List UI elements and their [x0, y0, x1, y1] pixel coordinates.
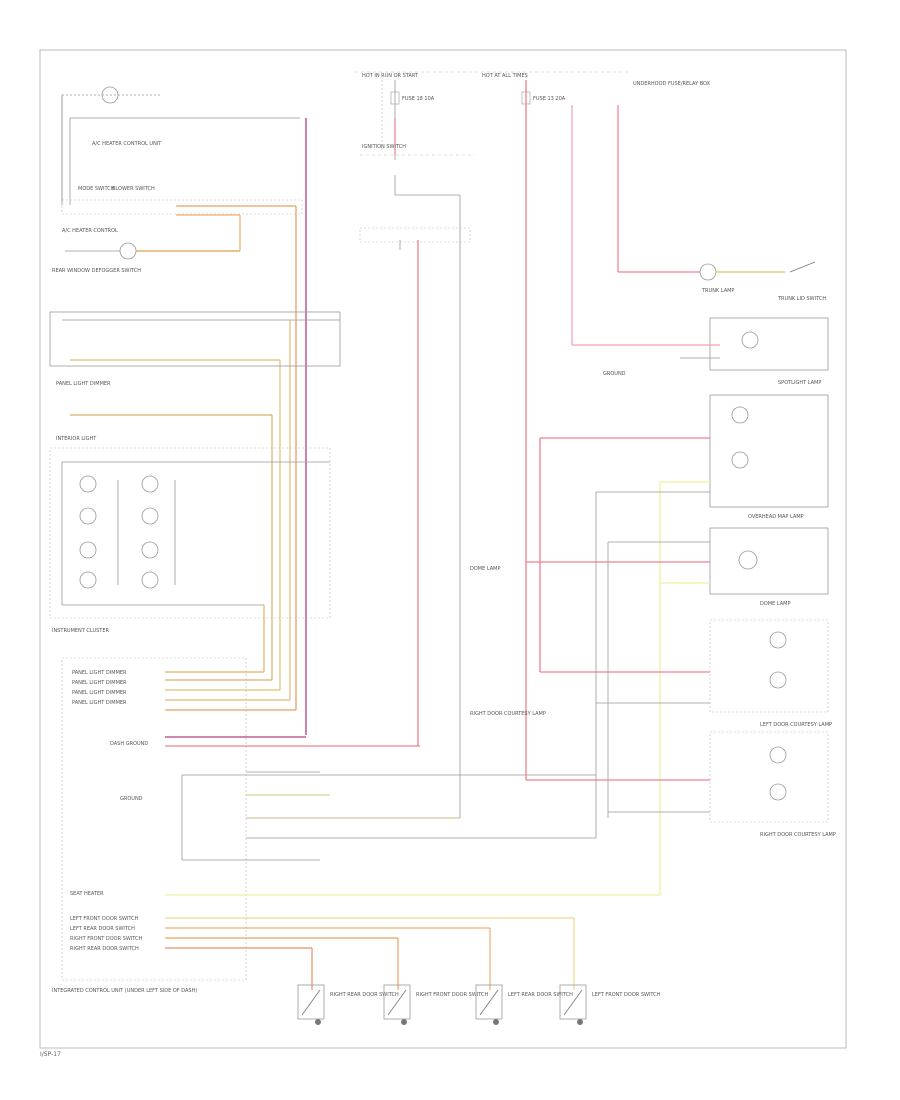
spot-ground-label: GROUND: [603, 371, 626, 377]
spotlight-lamp-label: SPOTLIGHT LAMP: [778, 380, 821, 386]
cluster-bulb-3-icon: [79, 507, 97, 525]
ac-heater-control-label: A/C HEATER CONTROL: [62, 228, 118, 234]
hot-run-start-label: HOT IN RUN OR START: [362, 73, 419, 79]
hot-at-all-times-label: HOT AT ALL TIMES: [482, 73, 528, 79]
cluster-bulb-1-icon: [79, 475, 97, 493]
trunk-lamp-section: TRUNK LAMP TRUNK LID SWITCH: [618, 261, 826, 302]
instrument-cluster-label: INSTRUMENT CLUSTER: [52, 628, 110, 634]
dome-ref-label: DOME LAMP: [470, 566, 501, 572]
door-switch-3: LEFT REAR DOOR SWITCH: [475, 984, 573, 1025]
dimmer-terminal-4: PANEL LIGHT DIMMER: [72, 700, 127, 706]
dimmer-terminal-2: PANEL LIGHT DIMMER: [72, 680, 127, 686]
left-door-courtesy-label: LEFT DOOR COURTESY LAMP: [760, 722, 832, 728]
cluster-bulb-8-icon: [141, 571, 159, 589]
ground-label: DASH GROUND: [110, 741, 148, 747]
cluster-bulb-6-icon: [141, 541, 159, 559]
rr-door-sw-label: RIGHT REAR DOOR SWITCH: [70, 946, 139, 952]
rd-courtesy-bulb-1-icon: [769, 746, 787, 764]
spotlight-bulb-icon: [741, 331, 759, 349]
trunk-lamp-label: TRUNK LAMP: [701, 288, 734, 294]
rear-defogger-label: REAR WINDOW DEFOGGER SWITCH: [52, 268, 141, 274]
cluster-bulb-5-icon: [79, 541, 97, 559]
panel-dimmer-section: PANEL LIGHT DIMMER INTERIOR LIGHT: [49, 311, 341, 442]
trunk-lid-switch-label: TRUNK LID SWITCH: [777, 296, 826, 302]
rf-door-sw-label: RIGHT FRONT DOOR SWITCH: [70, 936, 143, 942]
mode-switch-label: MODE SWITCH: [78, 186, 115, 192]
door-switch-4-label: LEFT FRONT DOOR SWITCH: [592, 992, 661, 998]
instrument-cluster: INSTRUMENT CLUSTER: [49, 447, 331, 634]
left-harness-wires: [176, 118, 307, 735]
door-switch-2: RIGHT FRONT DOOR SWITCH: [383, 984, 489, 1025]
integrated-control-label: INTEGRATED CONTROL UNIT (UNDER LEFT SIDE…: [52, 988, 197, 994]
ignition-switch-label: IGNITION SWITCH: [362, 144, 406, 150]
door-ref-label: RIGHT DOOR COURTESY LAMP: [470, 711, 546, 717]
underhood-box-label: UNDERHOOD FUSE/RELAY BOX: [633, 81, 711, 87]
ground-2-label: GROUND: [120, 796, 143, 802]
door-switch-3-label: LEFT REAR DOOR SWITCH: [508, 992, 573, 998]
dimmer-terminal-3: PANEL LIGHT DIMMER: [72, 690, 127, 696]
seat-heater-label: SEAT HEATER: [70, 891, 104, 897]
lf-door-sw-label: LEFT FRONT DOOR SWITCH: [70, 916, 139, 922]
diagram-code: I/SP-17: [40, 1051, 61, 1058]
left-door-courtesy-section: LEFT DOOR COURTESY LAMP: [540, 619, 832, 728]
panel-dimmer-label: PANEL LIGHT DIMMER: [56, 381, 111, 387]
fuse-section: HOT IN RUN OR START HOT AT ALL TIMES FUS…: [355, 71, 711, 818]
lr-door-sw-label: LEFT REAR DOOR SWITCH: [70, 926, 135, 932]
interior-light-label: INTERIOR LIGHT: [56, 436, 97, 442]
door-switch-1: RIGHT REAR DOOR SWITCH: [297, 984, 399, 1025]
cluster-bulb-4-icon: [141, 507, 159, 525]
ac-control-unit-label: A/C HEATER CONTROL UNIT: [92, 141, 162, 147]
overhead-map-lamp-section: OVERHEAD MAP LAMP: [539, 394, 829, 895]
ac-lamp-icon: [101, 86, 119, 104]
dome-lamp-section: DOME LAMP DOME LAMP: [470, 527, 829, 818]
door-switch-4: LEFT FRONT DOOR SWITCH: [559, 984, 661, 1025]
spotlight-lamp-section: GROUND SPOTLIGHT LAMP: [572, 317, 829, 386]
defogger-indicator-icon: [119, 242, 137, 260]
rd-courtesy-bulb-2-icon: [769, 783, 787, 801]
ac-heater-section: A/C HEATER CONTROL UNIT MODE SWITCH BLOW…: [52, 86, 303, 274]
door-switches: RIGHT REAR DOOR SWITCH RIGHT FRONT DOOR …: [297, 918, 661, 1025]
fuse-13-label: FUSE 13 20A: [533, 96, 566, 102]
ld-courtesy-bulb-2-icon: [769, 671, 787, 689]
dome-lamp-label: DOME LAMP: [760, 601, 791, 607]
fuse-18-icon: [390, 91, 400, 105]
door-switch-2-label: RIGHT FRONT DOOR SWITCH: [416, 992, 489, 998]
fuse-18-label: FUSE 18 10A: [402, 96, 435, 102]
blower-switch-label: BLOWER SWITCH: [112, 186, 155, 192]
integrated-control-unit: PANEL LIGHT DIMMER PANEL LIGHT DIMMER PA…: [52, 657, 660, 994]
right-door-courtesy-section: RIGHT DOOR COURTESY LAMP RIGHT DOOR COUR…: [470, 711, 836, 838]
map-bulb-2-icon: [731, 451, 749, 469]
dome-bulb-icon: [738, 550, 758, 570]
door-switch-1-label: RIGHT REAR DOOR SWITCH: [330, 992, 399, 998]
diagram-frame: [39, 49, 847, 1049]
map-bulb-1-icon: [731, 406, 749, 424]
cluster-bulb-7-icon: [79, 571, 97, 589]
cluster-bulb-2-icon: [141, 475, 159, 493]
fuse-13-icon: [521, 91, 531, 105]
dimmer-terminal-1: PANEL LIGHT DIMMER: [72, 670, 127, 676]
right-door-courtesy-label: RIGHT DOOR COURTESY LAMP: [760, 832, 836, 838]
overhead-map-lamp-label: OVERHEAD MAP LAMP: [748, 514, 804, 520]
ld-courtesy-bulb-1-icon: [769, 631, 787, 649]
trunk-lamp-icon: [699, 263, 717, 281]
